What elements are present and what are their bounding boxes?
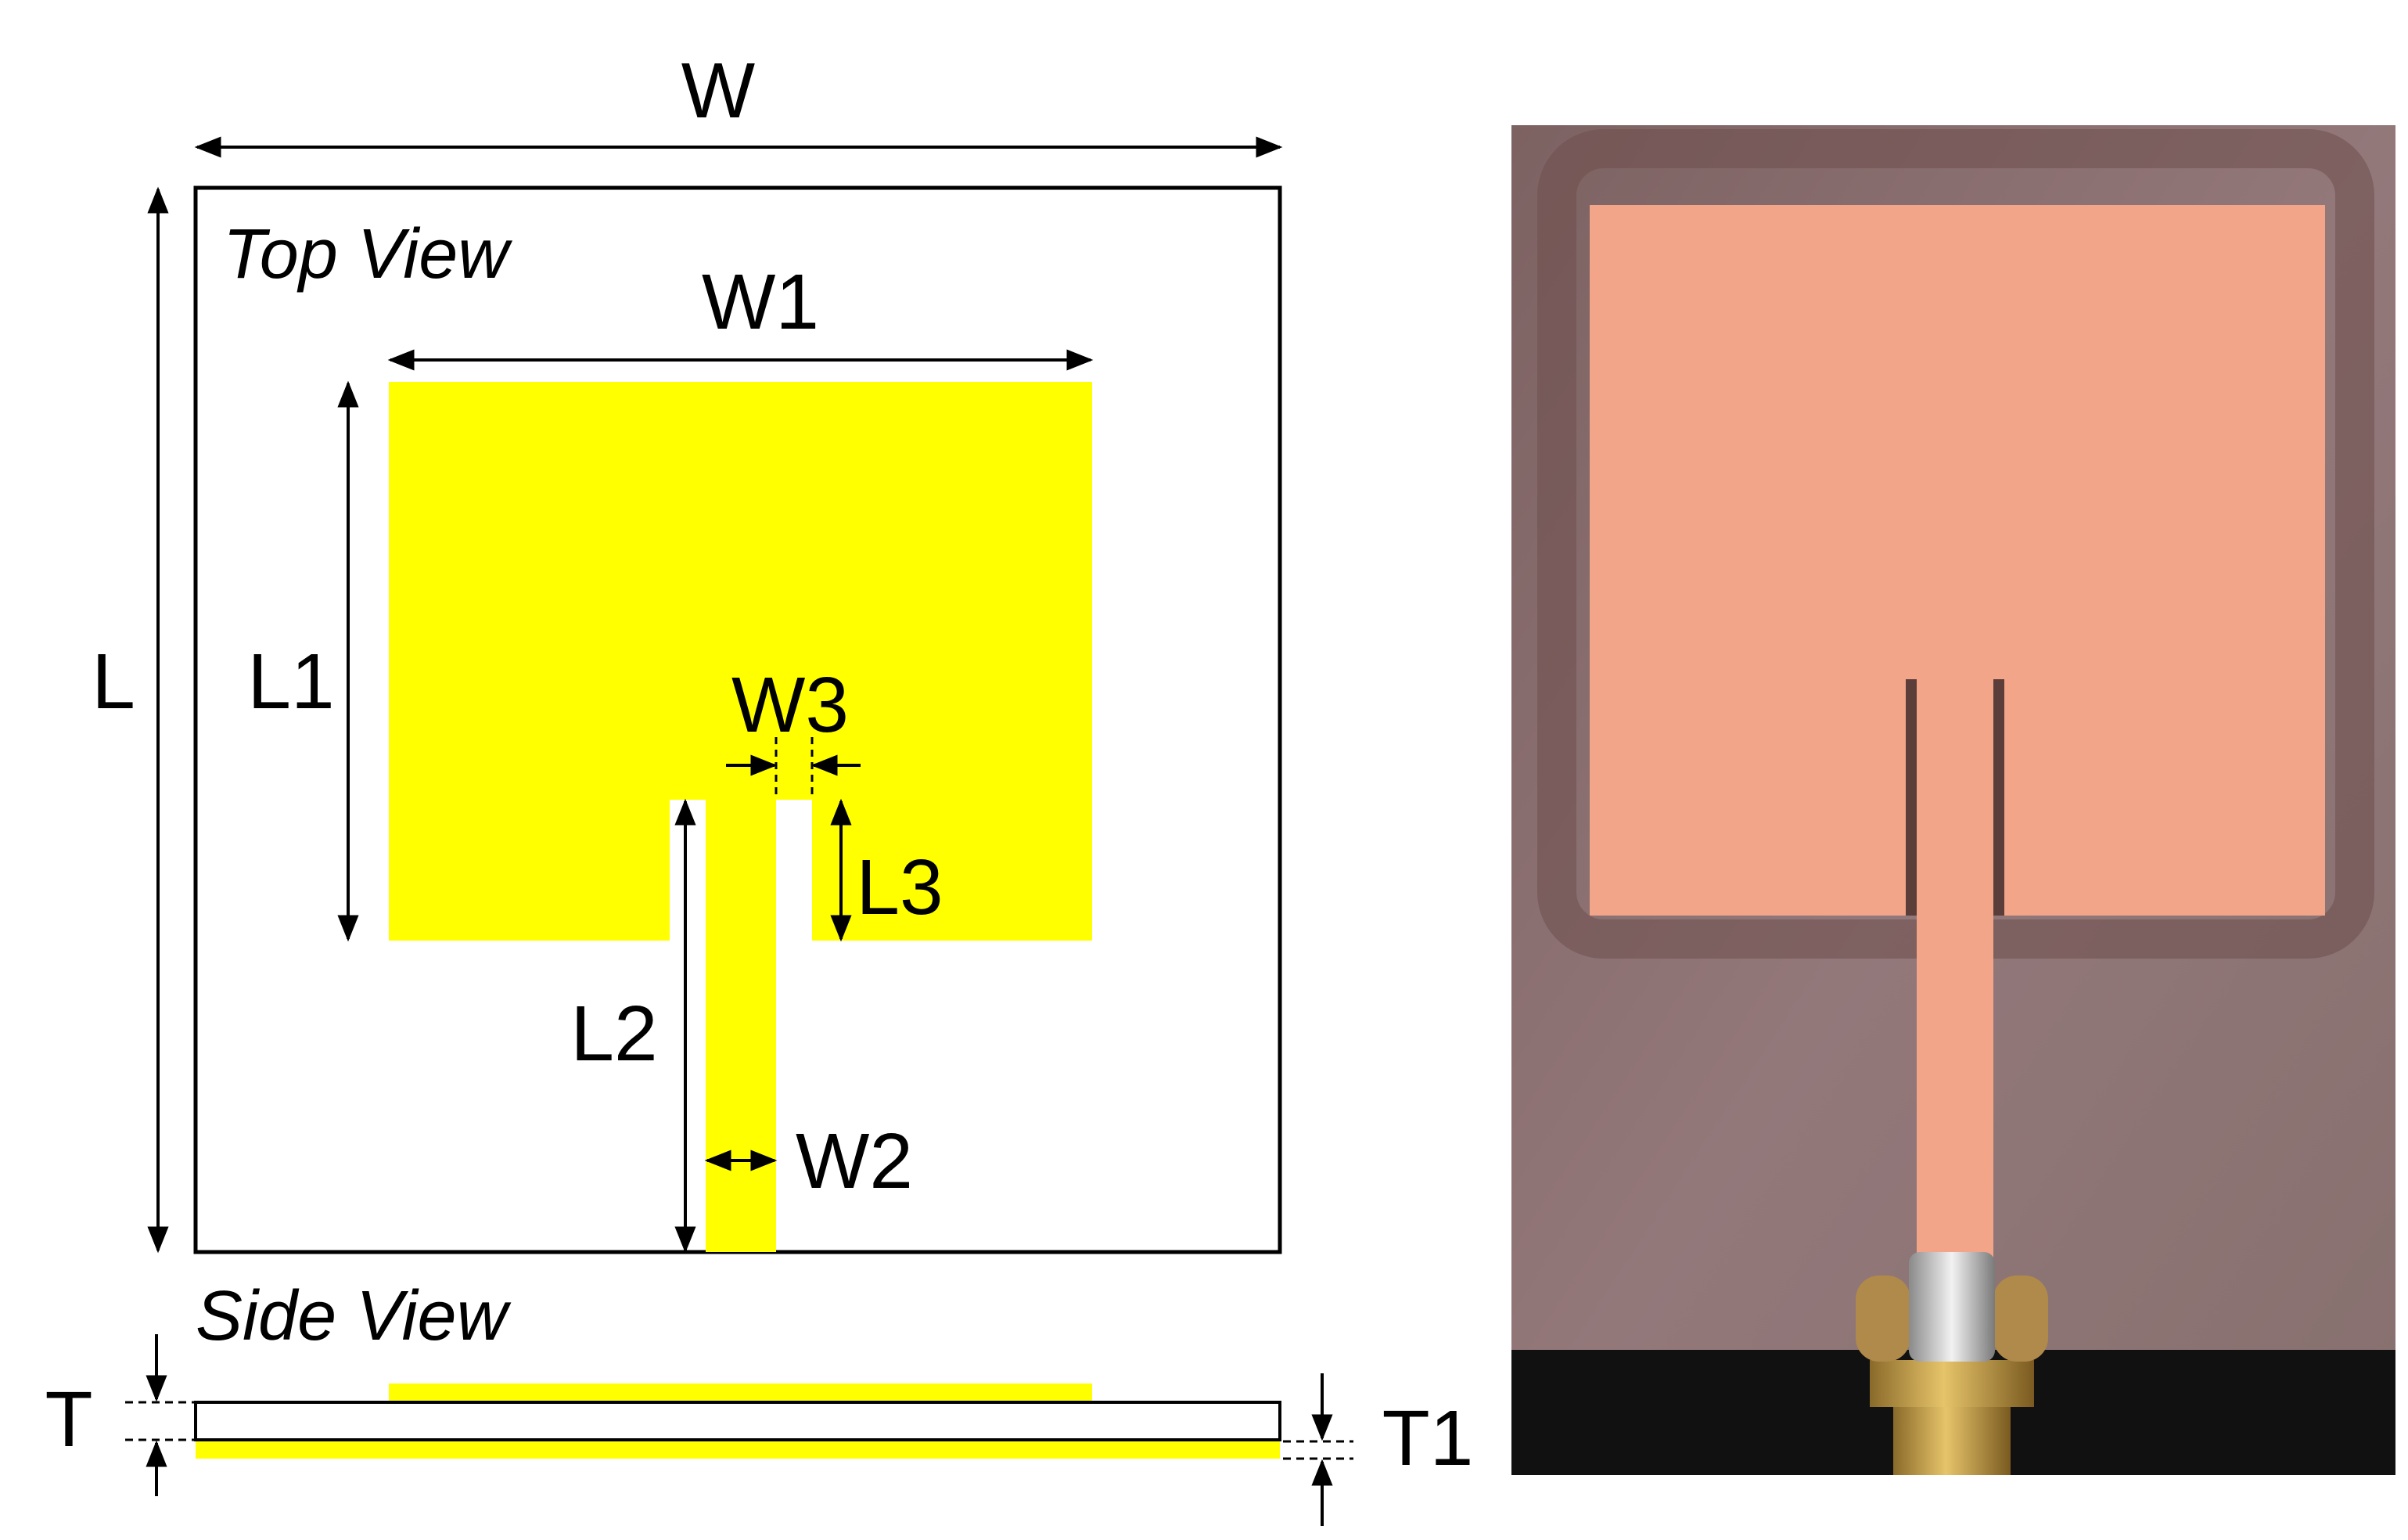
side-top-patch [389, 1383, 1092, 1401]
photo-connector-barrel [1893, 1407, 2011, 1475]
l-label: L [92, 638, 135, 725]
w1-label: W1 [702, 258, 819, 346]
photo-connector-pin [1909, 1252, 1995, 1362]
photo-connector-body [1870, 1360, 2034, 1407]
photo-slot-left [1906, 679, 1917, 916]
side-view: Side View T T1 [45, 1277, 1473, 1526]
top-view-title: Top View [223, 215, 512, 293]
w-label: W [681, 47, 756, 135]
side-ground-plane [196, 1441, 1280, 1459]
photo-slot-right [1993, 679, 2004, 916]
photo-solder-right [1993, 1276, 2048, 1362]
top-view: Top View W L W1 L1 W3 L3 L2 W2 [92, 47, 1283, 1254]
t1-label: T1 [1382, 1394, 1474, 1482]
t-label: T [45, 1376, 92, 1463]
radiating-patch [389, 382, 1092, 1252]
l2-label: L2 [570, 990, 657, 1078]
l3-label: L3 [856, 844, 943, 931]
w3-label: W3 [731, 661, 849, 749]
photo-copper-patch [1590, 205, 2325, 1258]
side-substrate [194, 1401, 1281, 1441]
side-view-title: Side View [196, 1277, 512, 1355]
fabricated-antenna-photo [1511, 125, 2395, 1475]
l1-label: L1 [247, 638, 334, 725]
photo-solder-left [1856, 1276, 1910, 1362]
w2-label: W2 [796, 1117, 913, 1205]
